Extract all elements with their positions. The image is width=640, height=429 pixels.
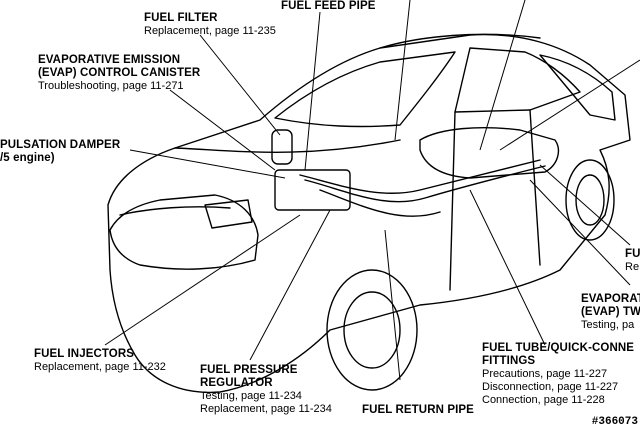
hood-line — [174, 139, 401, 153]
fuel-return-pipe-label: FUEL RETURN PIPE — [362, 404, 474, 417]
fuel-tube-label: FUEL TUBE/QUICK-CONNE FITTINGS Precautio… — [482, 342, 634, 406]
fuel-injectors-sub: Replacement, page 11-232 — [34, 361, 166, 374]
leader-pulsation-damper — [129, 149, 286, 179]
fuel-line-2 — [304, 165, 546, 203]
rear-wheel — [565, 159, 615, 241]
pulsation-damper-label: PULSATION DAMPER /5 engine) — [0, 139, 120, 165]
fuel-feed-pipe-title: FUEL FEED PIPE — [281, 0, 376, 12]
evap-canister-title-1: EVAPORATIVE EMISSION — [38, 54, 181, 66]
leader-injectors — [104, 214, 301, 346]
leader-fuel-feed-pipe — [304, 11, 321, 171]
grille — [119, 206, 231, 216]
evap-canister-sub: Troubleshooting, page 11-271 — [38, 80, 184, 93]
leader-regulator — [249, 209, 331, 361]
pulsation-damper-sub: /5 engine) — [0, 152, 55, 165]
fuel-tube-sub-1: Precautions, page 11-227 — [482, 368, 608, 381]
evap-two-way-title-1: EVAPORAT — [581, 293, 640, 305]
leader-top-1 — [394, 0, 411, 141]
roof-line — [379, 33, 541, 49]
leader-fuel-filter — [199, 34, 281, 136]
car-body-outline — [107, 33, 631, 394]
regulator-title-1: FUEL PRESSURE — [200, 364, 298, 376]
fuel-tube-sub-2: Disconnection, page 11-227 — [482, 381, 619, 394]
leader-top-3 — [499, 59, 640, 151]
leader-lines — [104, 0, 640, 381]
fuel-filter-sub: Replacement, page 11-235 — [144, 25, 276, 38]
front-wheel — [326, 269, 418, 391]
fu-partial-sub: Re — [625, 261, 640, 274]
side-window-front — [454, 47, 581, 113]
evap-canister-label: EVAPORATIVE EMISSION (EVAP) CONTROL CANI… — [38, 54, 200, 93]
leader-evap-two-way — [529, 179, 631, 286]
pulsation-damper-title: PULSATION DAMPER — [0, 139, 121, 151]
watermark-stamp: #366073 — [591, 416, 638, 428]
leader-top-2 — [479, 0, 526, 151]
fuel-line — [299, 159, 541, 194]
headlight — [204, 199, 253, 229]
evap-two-way-title-2: (EVAP) TW — [581, 306, 640, 319]
windshield — [274, 51, 456, 128]
front-bumper — [109, 194, 259, 270]
front-wheel-rim — [343, 291, 401, 369]
fuel-filter-canister — [271, 129, 293, 165]
fu-partial-title: FU — [625, 248, 640, 260]
fuel-feed-pipe-label: FUEL FEED PIPE — [281, 0, 375, 13]
fuel-filter-label: FUEL FILTER Replacement, page 11-235 — [144, 12, 276, 38]
fuel-tank — [419, 127, 560, 179]
side-window-rear — [539, 54, 616, 121]
evap-canister-title-2: (EVAP) CONTROL CANISTER — [38, 67, 201, 80]
fuel-injectors-title: FUEL INJECTORS — [34, 348, 135, 360]
engine-block — [274, 169, 351, 211]
evap-two-way-label: EVAPORAT (EVAP) TW Testing, pa — [581, 293, 640, 332]
fu-partial-label: FU Re — [625, 248, 640, 274]
fuel-tube-title-1: FUEL TUBE/QUICK-CONNE — [482, 342, 635, 354]
fuel-pressure-regulator-label: FUEL PRESSURE REGULATOR Testing, page 11… — [200, 364, 332, 416]
regulator-sub-2: Replacement, page 11-234 — [200, 403, 332, 416]
leader-fuel-tube — [469, 189, 546, 346]
fuel-tube-title-2: FITTINGS — [482, 355, 536, 368]
leader-fu — [539, 164, 631, 246]
regulator-title-2: REGULATOR — [200, 377, 273, 390]
regulator-sub-1: Testing, page 11-234 — [200, 390, 302, 403]
fuel-tube-sub-3: Connection, page 11-228 — [482, 393, 605, 406]
fuel-filter-title: FUEL FILTER — [144, 12, 218, 24]
leader-return-pipe — [384, 229, 401, 381]
door-line — [449, 111, 456, 291]
fuel-line-3 — [319, 189, 441, 217]
fuel-return-pipe-title: FUEL RETURN PIPE — [362, 404, 474, 416]
leader-evap-canister — [169, 89, 276, 171]
door-line-2 — [529, 109, 541, 266]
rear-wheel-rim — [575, 174, 605, 226]
fuel-injectors-label: FUEL INJECTORS Replacement, page 11-232 — [34, 348, 166, 374]
evap-two-way-sub: Testing, pa — [581, 319, 635, 332]
